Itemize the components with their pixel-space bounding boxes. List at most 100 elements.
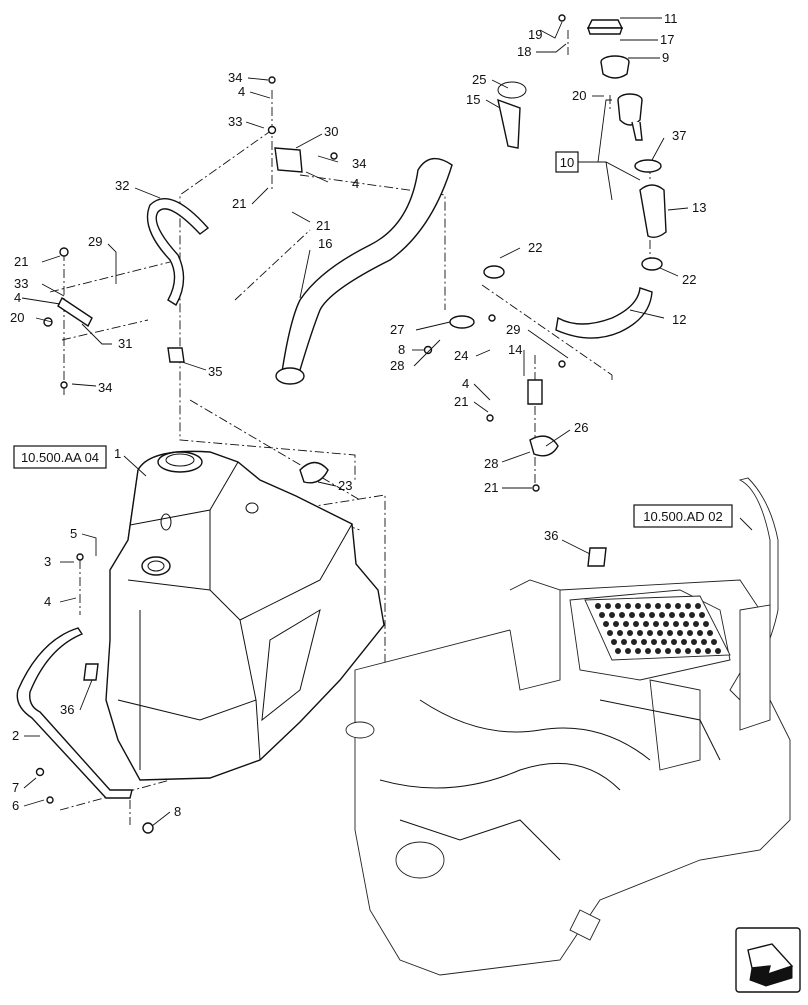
- grille-hole: [629, 612, 635, 618]
- reference-box-10[interactable]: 10: [555, 151, 579, 173]
- bolts: [35, 14, 566, 834]
- grille-hole: [665, 603, 671, 609]
- callout-25: 25: [472, 72, 486, 87]
- clamp-27: [449, 315, 475, 329]
- clamp-23: [299, 461, 329, 484]
- navigation-arrow-icon[interactable]: [735, 927, 801, 993]
- grille-hole: [669, 612, 675, 618]
- grille-hole: [617, 630, 623, 636]
- grille-hole: [633, 621, 639, 627]
- grille-hole: [681, 639, 687, 645]
- grille-hole: [645, 603, 651, 609]
- grille-hole: [603, 621, 609, 627]
- leader-lines: [21, 17, 753, 827]
- bracket-15: [497, 81, 527, 149]
- callout-16: 16: [318, 236, 332, 251]
- grille-hole: [599, 612, 605, 618]
- grille-hole: [685, 648, 691, 654]
- grille-hole: [705, 648, 711, 654]
- callout-8: 8: [174, 804, 181, 819]
- machine-chassis: [345, 477, 791, 976]
- filler-cap: [586, 19, 624, 35]
- callout-5: 5: [70, 526, 77, 541]
- callout-36: 36: [60, 702, 74, 717]
- callout-37: 37: [672, 128, 686, 143]
- grille-hole: [659, 612, 665, 618]
- grille-hole: [595, 603, 601, 609]
- grille-hole: [647, 630, 653, 636]
- grille-hole: [607, 630, 613, 636]
- callout-15: 15: [466, 92, 480, 107]
- bracket-14: [527, 379, 543, 405]
- callout-21: 21: [14, 254, 28, 269]
- grille-hole: [711, 639, 717, 645]
- vent-hose-16: [275, 157, 453, 385]
- clip-35: [167, 347, 185, 363]
- callout-23: 23: [338, 478, 352, 493]
- grille-hole: [651, 639, 657, 645]
- bracket-31: [57, 296, 93, 328]
- grille-hole: [613, 621, 619, 627]
- grille-holes: [595, 603, 721, 654]
- callout-36: 36: [544, 528, 558, 543]
- grille-hole: [641, 639, 647, 645]
- grille-hole: [643, 621, 649, 627]
- grille-hole: [675, 603, 681, 609]
- callout-7: 7: [12, 780, 19, 795]
- grille-hole: [699, 612, 705, 618]
- callout-31: 31: [118, 336, 132, 351]
- tag-36-tank: [83, 663, 99, 681]
- callout-1: 1: [114, 446, 121, 461]
- reference-box-ad02[interactable]: 10.500.AD 02: [633, 504, 733, 528]
- bracket-30: [274, 147, 303, 173]
- grille-hole: [661, 639, 667, 645]
- grille-hole: [679, 612, 685, 618]
- callout-17: 17: [660, 32, 674, 47]
- callout-21: 21: [316, 218, 330, 233]
- hose-clamp-22-upper: [641, 257, 663, 271]
- callout-33: 33: [228, 114, 242, 129]
- grille-hole: [707, 630, 713, 636]
- callout-30: 30: [324, 124, 338, 139]
- grille-hole: [671, 639, 677, 645]
- grille-hole: [665, 648, 671, 654]
- grille-hole: [689, 612, 695, 618]
- grille-hole: [701, 639, 707, 645]
- filler-hose-12: [555, 287, 653, 339]
- grille-hole: [637, 630, 643, 636]
- callout-4: 4: [14, 290, 21, 305]
- callout-18: 18: [517, 44, 531, 59]
- grille-hole: [605, 603, 611, 609]
- callout-4: 4: [44, 594, 51, 609]
- callout-19: 19: [528, 27, 542, 42]
- filler-hose-13: [639, 184, 667, 239]
- grille-hole: [703, 621, 709, 627]
- callout-8: 8: [398, 342, 405, 357]
- callout-12: 12: [672, 312, 686, 327]
- callout-11: 11: [664, 11, 678, 26]
- callout-29: 29: [88, 234, 102, 249]
- callout-4: 4: [462, 376, 469, 391]
- grille-hole: [611, 639, 617, 645]
- reference-box-aa04[interactable]: 10.500.AA 04: [13, 445, 107, 469]
- reference-label: 10: [560, 155, 574, 170]
- vent-hose-32: [146, 197, 210, 306]
- callout-labels: 11 19 17 18 9 34 25 4 15 20 33 30 37 34 …: [10, 11, 706, 819]
- grille-hole: [693, 621, 699, 627]
- grille-hole: [715, 648, 721, 654]
- grille-hole: [615, 603, 621, 609]
- grille-hole: [683, 621, 689, 627]
- tag-36-machine: [587, 547, 607, 567]
- callout-22: 22: [682, 272, 696, 287]
- reference-label: 10.500.AD 02: [643, 509, 723, 524]
- grille-hole: [615, 648, 621, 654]
- clamp-26: [529, 435, 559, 457]
- callout-4: 4: [352, 176, 359, 191]
- callout-3: 3: [44, 554, 51, 569]
- callout-26: 26: [574, 420, 588, 435]
- grille-hole: [635, 648, 641, 654]
- grille-hole: [695, 603, 701, 609]
- grille-hole: [677, 630, 683, 636]
- grille-hole: [619, 612, 625, 618]
